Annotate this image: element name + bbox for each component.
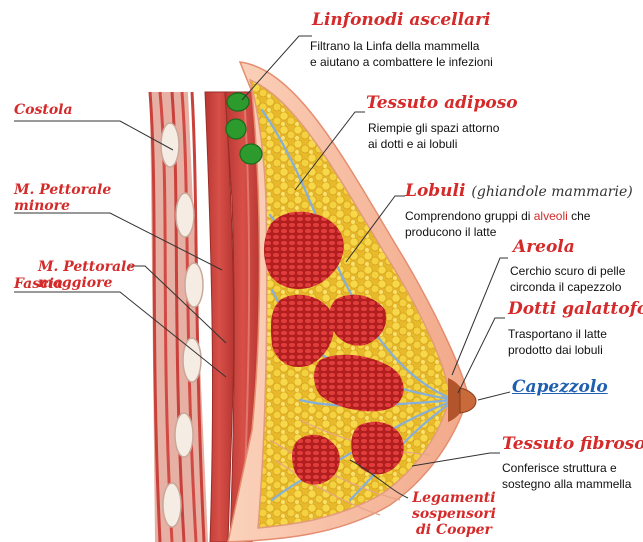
rib-2 [176,193,194,237]
pect-minor-line1: M. Pettorale [14,182,111,198]
rib-3 [185,263,203,307]
adipose-desc-line1: Riempie gli spazi attorno [368,120,499,136]
label-adipose: Tessuto adiposo [366,94,518,113]
lymph-node-3 [240,144,262,164]
fibrous-desc-line1: Conferisce struttura e [502,460,631,476]
adipose-desc-line2: ai dotti e ai lobuli [368,136,499,152]
areola-description: Cerchio scuro di pelle circonda il capez… [510,263,625,295]
lymph-nodes-description: Filtrano la Linfa della mammella e aiuta… [310,38,493,70]
ducts-title: Dotti galattofori [508,300,643,319]
nipple-link[interactable]: Capezzolo [512,378,608,397]
ducts-desc-line2: prodotto dai lobuli [508,342,607,358]
label-cooper-ligaments: Legamenti sospensori di Cooper [412,490,496,538]
lymph-node-2 [226,119,246,139]
lymph-nodes-desc-line1: Filtrano la Linfa della mammella [310,38,493,54]
lobules-desc-line1: Comprendono gruppi di alveoli che [405,208,590,224]
lymph-nodes-title: Linfonodi ascellari [312,11,490,30]
label-fascia: Fascia [14,276,63,292]
adipose-description: Riempie gli spazi attorno ai dotti e ai … [368,120,499,152]
label-ducts: Dotti galattofori [508,300,643,319]
label-lymph-nodes: Linfonodi ascellari [312,11,490,30]
lobules-description: Comprendono gruppi di alveoli che produc… [405,208,590,240]
nipple-shape [460,388,476,413]
rib-title: Costola [14,102,73,118]
cooper-line3: di Cooper [412,522,496,538]
lymph-nodes-desc-line2: e aiutano a combattere le infezioni [310,54,493,70]
label-fibrous: Tessuto fibroso [502,435,643,454]
rib-5 [175,413,193,457]
lobules-subtitle: (ghiandole mammarie) [471,184,632,200]
label-lobules: Lobuli (ghiandole mammarie) [405,182,633,202]
lobules-title: Lobuli [405,181,465,201]
areola-desc-line1: Cerchio scuro di pelle [510,263,625,279]
label-nipple[interactable]: Capezzolo [512,378,608,397]
fibrous-title: Tessuto fibroso [502,435,643,454]
cooper-line2: sospensori [412,506,496,522]
cooper-line1: Legamenti [412,490,496,506]
ducts-description: Trasportano il latte prodotto dai lobuli [508,326,607,358]
pect-minor-line2: minore [14,198,111,214]
areola-title: Areola [513,238,575,257]
label-rib: Costola [14,102,73,118]
areola-desc-line2: circonda il capezzolo [510,279,625,295]
pect-major-line1: M. Pettorale [38,259,135,275]
label-pectoralis-minor: M. Pettorale minore [14,182,111,214]
ducts-desc-line1: Trasportano il latte [508,326,607,342]
fascia-title: Fascia [14,276,63,292]
label-areola: Areola [513,238,575,257]
alveoli-highlight: alveoli [534,209,568,223]
rib-6 [163,483,181,527]
adipose-title: Tessuto adiposo [366,94,518,113]
lobule-cluster-6 [351,422,403,475]
fibrous-description: Conferisce struttura e sostegno alla mam… [502,460,631,492]
fibrous-desc-line2: sostegno alla mammella [502,476,631,492]
